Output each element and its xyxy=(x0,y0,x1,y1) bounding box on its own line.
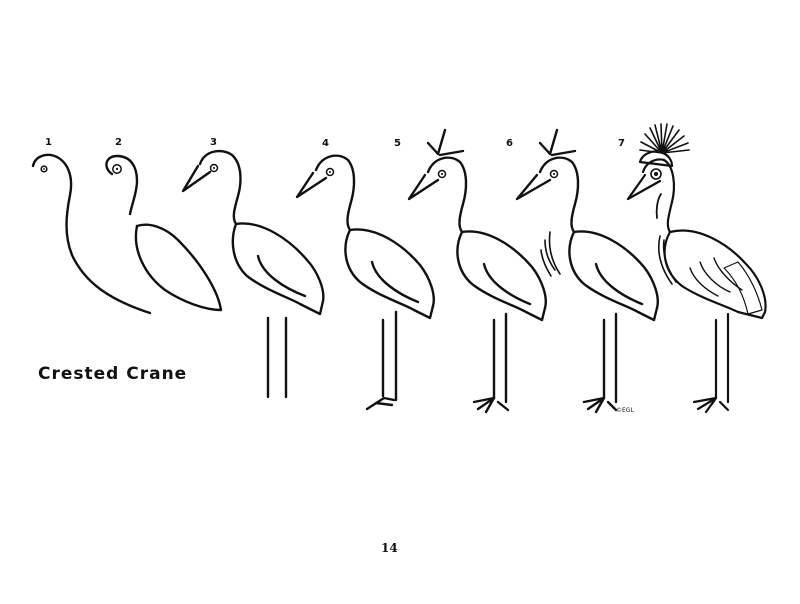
step-number: 6 xyxy=(506,138,513,149)
step-number: 2 xyxy=(115,137,122,148)
eye-icon xyxy=(40,165,48,173)
page-number: 14 xyxy=(381,541,398,555)
crane-step-6 xyxy=(515,128,659,414)
step-number: 5 xyxy=(394,138,401,149)
crane-step-2 xyxy=(105,154,223,312)
step-number: 3 xyxy=(210,137,217,148)
copyright-mark: ©EGL xyxy=(616,407,634,414)
crane-step-7 xyxy=(626,123,767,414)
crane-step-5 xyxy=(407,128,547,414)
crane-step-4 xyxy=(295,154,435,411)
drawing-caption: Crested Crane xyxy=(38,364,188,384)
crane-step-1 xyxy=(31,153,152,315)
crane-step-3 xyxy=(181,149,325,399)
step-number: 4 xyxy=(322,138,329,149)
step-number: 7 xyxy=(618,138,625,149)
crown-crest xyxy=(639,123,690,154)
step-number: 1 xyxy=(45,137,52,148)
